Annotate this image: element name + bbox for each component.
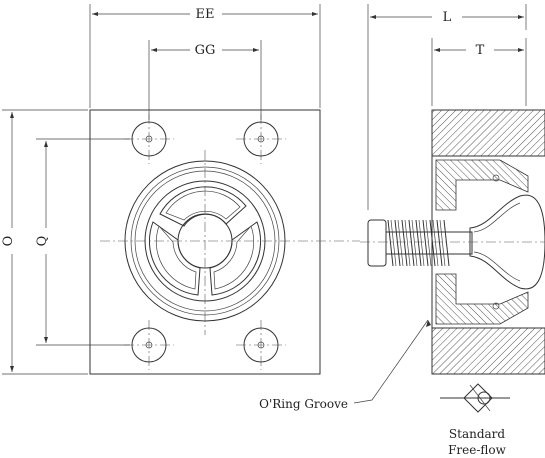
guide-bolt-shank xyxy=(385,231,473,255)
spring xyxy=(387,219,450,267)
dimension-gg-label: GG xyxy=(195,43,216,58)
symbol-label-free-flow: Free-flow xyxy=(448,443,507,457)
dimension-t: T xyxy=(431,38,527,106)
front-body-outline xyxy=(89,109,321,375)
dimension-q-label: Q xyxy=(35,236,50,247)
oring-groove-label: O'Ring Groove xyxy=(259,397,348,411)
bolt-hole-top-left xyxy=(124,114,174,164)
dimension-l: L xyxy=(367,4,527,210)
dimension-q: Q xyxy=(35,138,130,346)
body-wall-bottom xyxy=(431,327,545,375)
bolt-hole-bottom-right xyxy=(236,320,286,370)
dimension-l-label: L xyxy=(443,10,452,25)
poppet-guide-slots xyxy=(148,186,262,296)
dimension-ee-label: EE xyxy=(196,7,215,22)
guide-bolt-head xyxy=(367,219,387,267)
front-view xyxy=(89,109,360,375)
dimension-ee: EE xyxy=(89,4,321,108)
body-wall-top xyxy=(431,109,545,157)
bolt-hole-bottom-left xyxy=(124,320,174,370)
dimension-o-label: O xyxy=(1,236,16,247)
seat-insert-top xyxy=(435,159,529,211)
seat-insert-bottom xyxy=(435,273,529,325)
oring-groove-callout: O'Ring Groove xyxy=(259,319,431,411)
dimension-gg: GG xyxy=(148,40,262,120)
dimension-o: O xyxy=(1,109,88,375)
check-valve-symbol: Standard Free-flow xyxy=(440,383,510,457)
dimension-t-label: T xyxy=(476,43,485,58)
symbol-label-standard: Standard xyxy=(449,427,505,441)
bolt-hole-top-right xyxy=(236,114,286,164)
side-section-view xyxy=(360,109,545,375)
